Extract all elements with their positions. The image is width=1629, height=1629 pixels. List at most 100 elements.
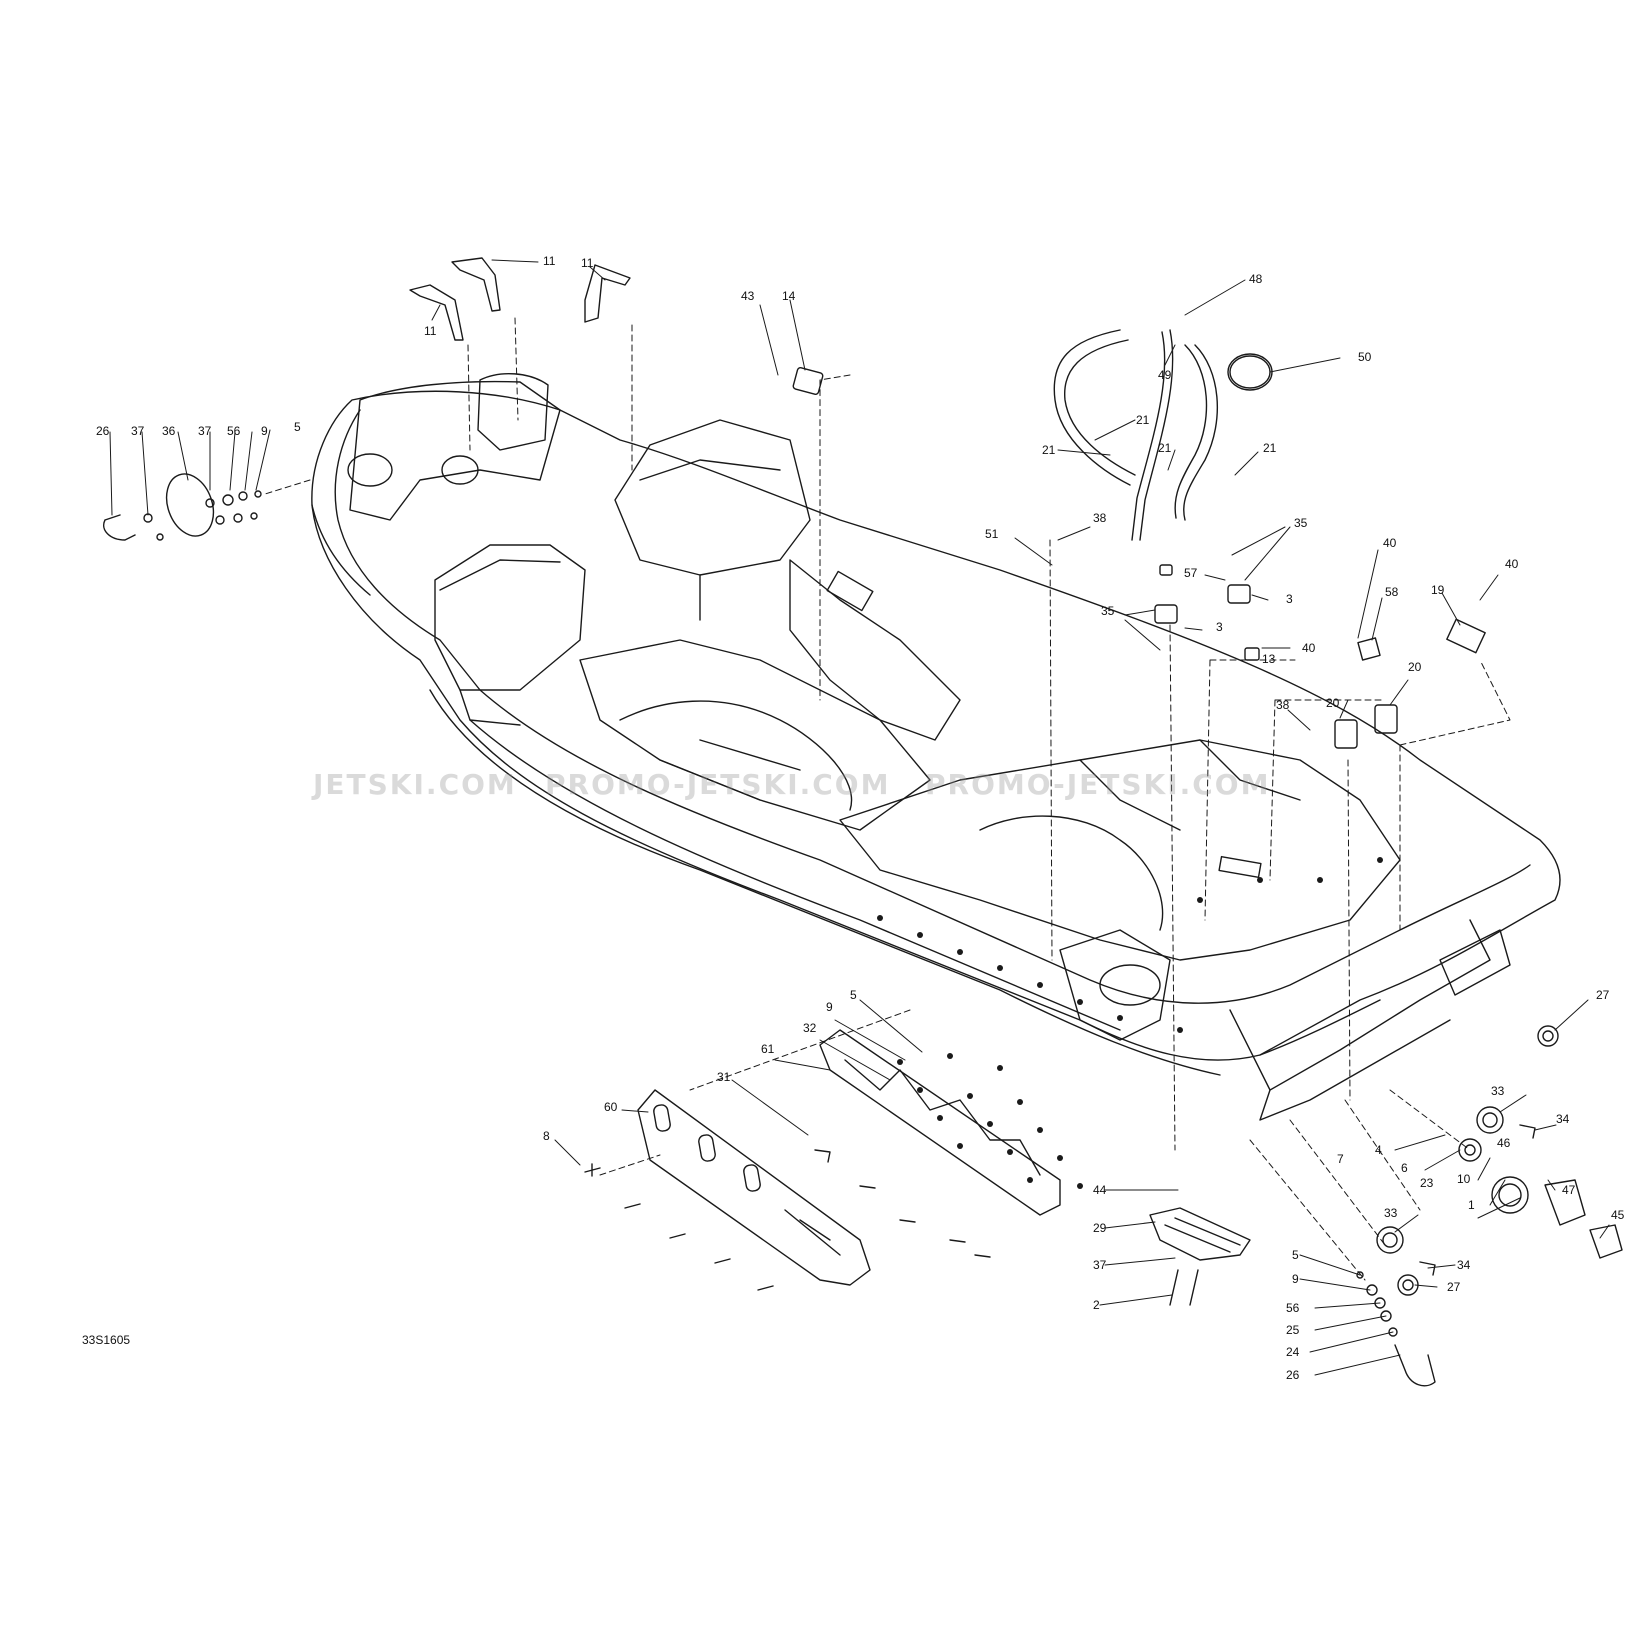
callout-label: 4 bbox=[1375, 1143, 1382, 1157]
sponson-fasteners bbox=[584, 1149, 991, 1291]
callout-label: 13 bbox=[1262, 652, 1276, 666]
bow-storage bbox=[349, 380, 561, 521]
callout-label: 11 bbox=[424, 324, 437, 338]
hose-a bbox=[1053, 329, 1131, 486]
callout-label: 9 bbox=[1292, 1272, 1299, 1286]
callout-label: 60 bbox=[604, 1100, 618, 1114]
front-seat bbox=[434, 544, 586, 691]
assembly-dashed-lines bbox=[264, 317, 1511, 1281]
callout-label: 58 bbox=[1385, 585, 1399, 599]
fitting-23 bbox=[1458, 1138, 1482, 1162]
grab-handle-2 bbox=[451, 257, 501, 312]
leader-lines bbox=[109, 259, 1610, 1376]
callout-label: 9 bbox=[261, 424, 268, 438]
callout-label: 48 bbox=[1249, 272, 1263, 286]
hose-b bbox=[1183, 344, 1219, 521]
callout-label: 10 bbox=[1457, 1172, 1471, 1186]
stern-eye-26 bbox=[1394, 1344, 1436, 1387]
callout-label: 40 bbox=[1302, 641, 1316, 655]
callout-label: 23 bbox=[1420, 1176, 1434, 1190]
hull-gunwale bbox=[334, 409, 1531, 1004]
callout-label: 33 bbox=[1384, 1206, 1398, 1220]
callout-label: 6 bbox=[1401, 1161, 1408, 1175]
callout-label: 2 bbox=[1093, 1298, 1100, 1312]
sponson-61 bbox=[819, 1029, 1061, 1216]
callout-label: 46 bbox=[1497, 1136, 1511, 1150]
callout-label: 47 bbox=[1562, 1183, 1576, 1197]
callout-label: 57 bbox=[1184, 566, 1198, 580]
callout-label: 7 bbox=[1337, 1152, 1344, 1166]
cover-47 bbox=[1544, 1179, 1586, 1226]
callout-label: 45 bbox=[1611, 1208, 1625, 1222]
stern-step bbox=[1439, 929, 1511, 996]
callout-label: 11 bbox=[543, 254, 556, 268]
rear-seat bbox=[614, 419, 811, 576]
callout-label: 5 bbox=[294, 420, 301, 434]
hull-outline bbox=[311, 390, 1561, 1061]
intake-grate-29 bbox=[1149, 1207, 1251, 1261]
callout-label: 27 bbox=[1596, 988, 1610, 1002]
callout-label: 37 bbox=[198, 424, 212, 438]
callout-label: 38 bbox=[1276, 698, 1290, 712]
callout-label: 38 bbox=[1093, 511, 1107, 525]
callout-label: 32 bbox=[803, 1021, 817, 1035]
callout-label: 37 bbox=[131, 424, 145, 438]
drain-plug-33a bbox=[1476, 1106, 1504, 1134]
bracket-19 bbox=[1446, 618, 1486, 654]
fitting-35b bbox=[1227, 584, 1251, 604]
callout-label: 27 bbox=[1447, 1280, 1461, 1294]
callout-label: 37 bbox=[1093, 1258, 1107, 1272]
callout-label: 33 bbox=[1491, 1084, 1505, 1098]
engine-bay bbox=[1059, 929, 1171, 1041]
watermark-left: JETSKI.COM bbox=[313, 768, 517, 801]
callout-label: 44 bbox=[1093, 1183, 1107, 1197]
callout-label: 21 bbox=[1263, 441, 1277, 455]
callout-label: 35 bbox=[1101, 604, 1115, 618]
callout-label: 8 bbox=[543, 1129, 550, 1143]
callout-label: 43 bbox=[741, 289, 755, 303]
callout-label: 21 bbox=[1158, 441, 1172, 455]
callout-label: 36 bbox=[162, 424, 176, 438]
callout-label: 56 bbox=[227, 424, 241, 438]
drain-ring bbox=[1227, 353, 1273, 391]
callout-label: 21 bbox=[1136, 413, 1150, 427]
drain-plug-33b bbox=[1376, 1226, 1404, 1254]
callout-label: 31 bbox=[717, 1070, 731, 1084]
callout-label: 1 bbox=[1468, 1198, 1475, 1212]
sponson-bolt-holes bbox=[897, 1053, 1083, 1189]
diagram-id-code: 33S1605 bbox=[82, 1333, 131, 1347]
callout-label: 34 bbox=[1556, 1112, 1570, 1126]
fitting-46 bbox=[1491, 1176, 1529, 1214]
callout-label: 20 bbox=[1326, 696, 1340, 710]
callout-label: 25 bbox=[1286, 1323, 1300, 1337]
bow-eye-plate-36 bbox=[165, 473, 215, 537]
hull-rub-rail bbox=[311, 504, 1381, 1056]
callout-label: 5 bbox=[850, 988, 857, 1002]
grab-handle-3 bbox=[584, 264, 631, 323]
bow-eye-26 bbox=[103, 514, 136, 541]
callout-label: 9 bbox=[826, 1000, 833, 1014]
callout-label: 14 bbox=[782, 289, 796, 303]
bracket-58 bbox=[1357, 637, 1381, 661]
grab-handle-1 bbox=[409, 284, 464, 341]
sponson-60 bbox=[637, 1089, 871, 1286]
callout-label: 19 bbox=[1431, 583, 1445, 597]
seat-rear-extension bbox=[789, 559, 961, 741]
callout-label: 56 bbox=[1286, 1301, 1300, 1315]
watermark-middle: PROMO-JETSKI.COM bbox=[545, 768, 891, 801]
stern-platform bbox=[1229, 919, 1491, 1091]
bracket-20a bbox=[1334, 719, 1358, 749]
callout-label: 3 bbox=[1216, 620, 1223, 634]
hull-keel-line bbox=[469, 719, 1121, 1031]
rear-deck bbox=[839, 739, 1401, 961]
fitting-35a bbox=[1154, 604, 1178, 624]
callout-label: 51 bbox=[985, 527, 999, 541]
callout-label: 3 bbox=[1286, 592, 1293, 606]
footwell bbox=[579, 639, 931, 831]
callout-label: 24 bbox=[1286, 1345, 1300, 1359]
bracket-14 bbox=[792, 366, 824, 396]
hull-chine bbox=[429, 689, 1221, 1076]
callout-label: 61 bbox=[761, 1042, 775, 1056]
